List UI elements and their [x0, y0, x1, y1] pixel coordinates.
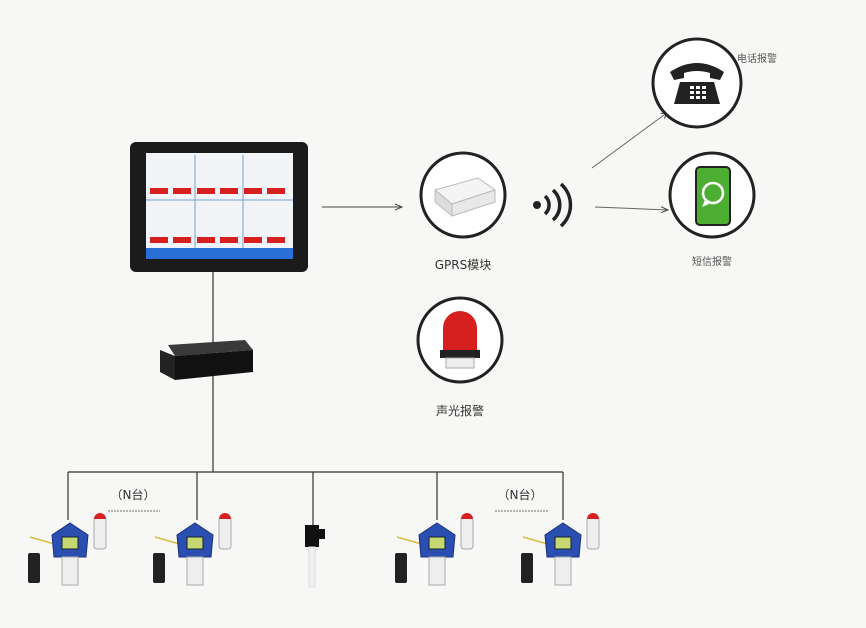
- wireless-signal-icon: [533, 182, 573, 228]
- n-units-label-right: （N台）: [497, 488, 543, 502]
- gprs-label: GPRS模块: [434, 258, 492, 272]
- monitor-icon: [130, 142, 308, 272]
- gprs-module-icon: [419, 151, 507, 239]
- gas-detector-icon: [394, 512, 474, 586]
- data-recorder-icon: [160, 340, 253, 380]
- n-units-label-left: （N台）: [110, 488, 156, 502]
- alarm-lamp-icon: [416, 296, 504, 384]
- phone-alarm-label: 电话报警: [737, 54, 777, 65]
- pressure-transmitter-icon: [305, 525, 325, 588]
- sms-alarm-label: 短信报警: [692, 257, 732, 268]
- gas-detector-icon: [520, 512, 600, 586]
- gas-detector-icon: [27, 512, 107, 586]
- telephone-icon: [651, 37, 743, 129]
- sound-light-alarm-label: 声光报警: [435, 404, 485, 418]
- sms-phone-icon: [668, 151, 756, 239]
- connection-lines: [67, 112, 668, 525]
- gas-detector-icon: [152, 512, 232, 586]
